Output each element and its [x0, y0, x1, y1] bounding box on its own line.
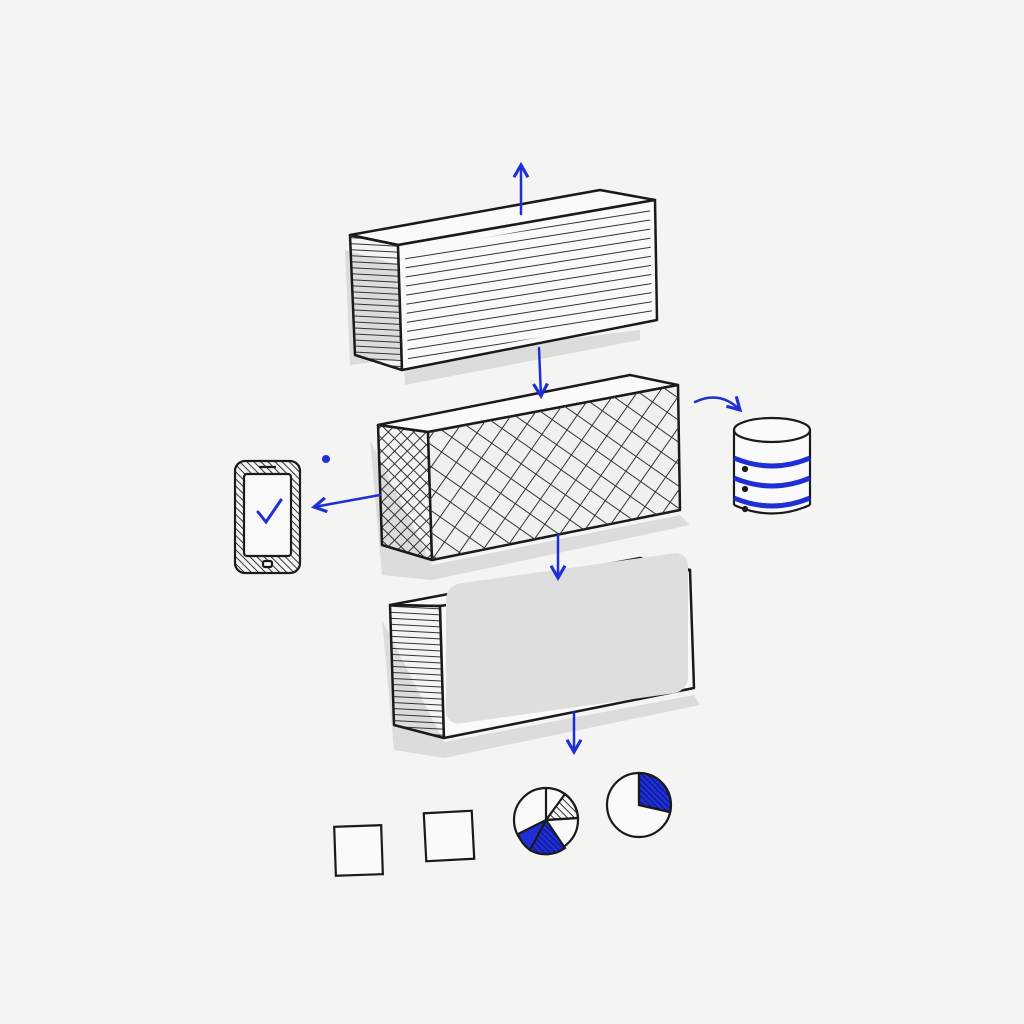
arrow-middle-to-database [693, 395, 743, 413]
bottom-block-side-face [388, 603, 446, 740]
top-block-front-lines [405, 208, 652, 362]
top-block-shadow [345, 250, 640, 385]
output-icons [333, 771, 673, 877]
pie-chart-icon [512, 786, 580, 856]
square-icon [333, 824, 384, 877]
middle-block-shadow [370, 440, 690, 580]
flow-arrows [310, 161, 743, 756]
bottom-block-gray-fill [446, 553, 688, 724]
bottom-layer-block [382, 553, 700, 758]
blue-dot [322, 455, 330, 463]
middle-block-side-face [376, 423, 434, 562]
database-icon [732, 416, 812, 515]
top-block-side-face [348, 233, 404, 372]
top-layer-block [345, 188, 659, 385]
pie-chart-icon [605, 771, 673, 839]
middle-block-front-hatch [428, 385, 680, 560]
arrow-middle-to-phone [310, 493, 382, 514]
square-icon [422, 809, 476, 863]
middle-layer-block [370, 373, 690, 580]
smartphone-check-icon [233, 459, 302, 575]
bottom-block-shadow [382, 620, 700, 758]
arrow-top-to-middle [532, 346, 549, 400]
